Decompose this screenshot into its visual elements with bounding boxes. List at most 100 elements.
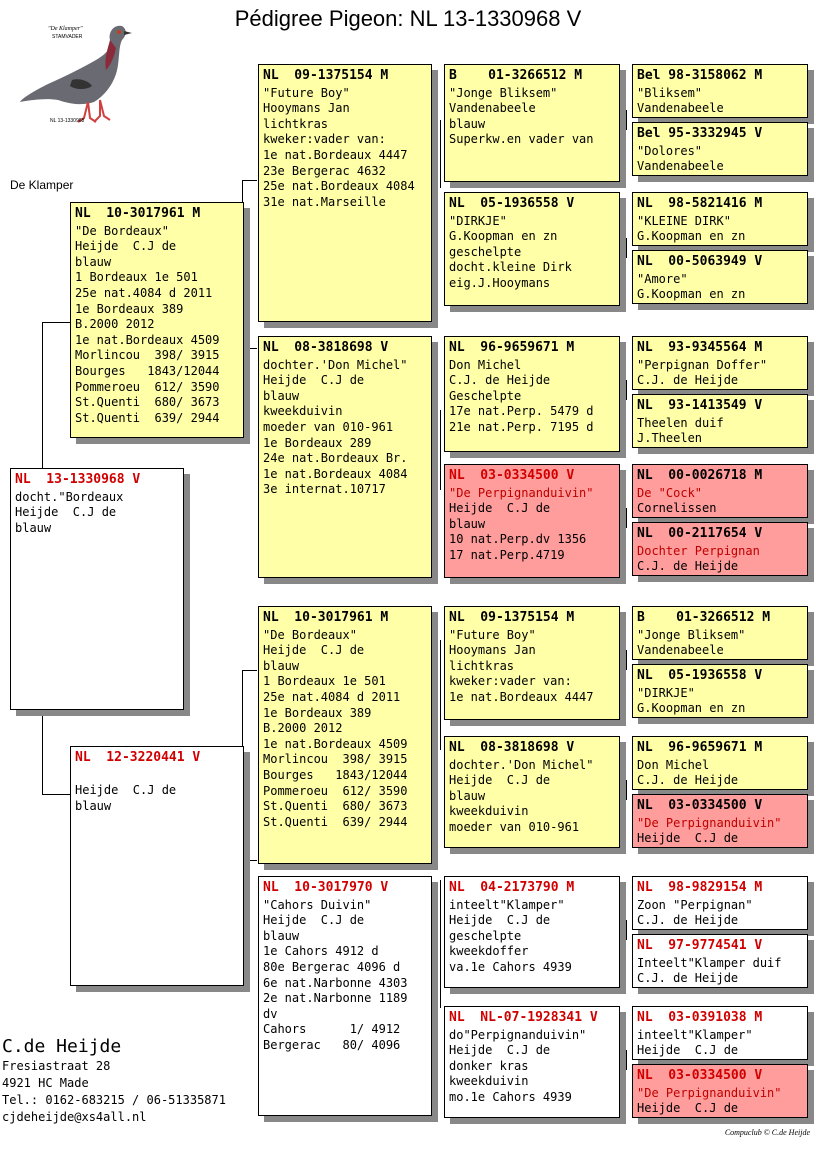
pedigree-line: blauw — [75, 798, 112, 813]
ancestor-box[interactable]: B 01-3266512 M"Jonge Bliksem"Vandenabeel… — [632, 606, 808, 660]
connector — [626, 110, 627, 130]
sire-box[interactable]: NL 10-3017961 M"De Bordeaux"Heijde C.J d… — [70, 202, 244, 438]
pedigree-line: Vandenabeele — [637, 643, 724, 658]
pedigree-line: "DIRKJE" — [637, 685, 695, 700]
pedigree-line: C.J. de Heijde — [637, 373, 739, 388]
pedigree-line: 6e nat.Narbonne 4303 — [263, 975, 408, 990]
pedigree-line: Heijde C.J de — [449, 913, 551, 928]
ring-number: NL 00-5063949 V — [637, 254, 763, 269]
pedigree-line: eig.J.Hooymans — [449, 275, 551, 290]
pedigree-line: G.Koopman en zn — [449, 229, 558, 244]
pedigree-line: 24e nat.Bordeaux Br. — [263, 451, 408, 466]
pedigree-line: 25e nat.4084 d 2011 — [263, 689, 401, 704]
ring-number: NL 13-1330968 V — [15, 472, 141, 487]
pedigree-line: 1e Cahors 4912 d — [263, 944, 379, 959]
pedigree-line: Dochter Perpignan — [637, 543, 760, 558]
pedigree-line: Pommeroeu 612/ 3590 — [263, 783, 408, 798]
dam-dam-box[interactable]: NL 10-3017970 V"Cahors Duivin"Heijde C.J… — [258, 876, 432, 1116]
pedigree-line: 23e Bergerac 4632 — [263, 163, 386, 178]
pedigree-line: Heijde C.J de — [637, 831, 739, 846]
ancestor-box[interactable]: NL 05-1936558 V"DIRKJE"G.Koopman en zn — [632, 664, 808, 718]
pedigree-line: "Dolores" — [637, 143, 703, 158]
pedigree-line: Inteelt"Klamper duif — [637, 955, 782, 970]
pedigree-line: donker kras — [449, 1058, 529, 1073]
pedigree-line: blauw — [263, 388, 300, 403]
pedigree-line: Zoon "Perpignan" — [637, 897, 753, 912]
pedigree-line: 1e Bordeaux 389 — [75, 301, 184, 316]
ancestor-box[interactable]: Bel 95-3332945 V"Dolores"Vandenabeele — [632, 122, 808, 176]
pedigree-line: Heijde C.J de — [15, 505, 117, 520]
pedigree-line: St.Quenti 639/ 2944 — [75, 410, 220, 425]
pedigree-line: Heijde C.J de — [75, 783, 177, 798]
connector — [42, 322, 72, 323]
ancestor-box[interactable]: NL 03-0334500 V"De Perpignanduivin"Heijd… — [632, 1064, 808, 1118]
pedigree-line: Theelen duif — [637, 415, 724, 430]
connector — [440, 640, 441, 750]
ancestor-box[interactable]: Bel 98-3158062 M"Bliksem"Vandenabeele — [632, 64, 808, 118]
pedigree-line: lichtkras — [449, 658, 515, 673]
pedigree-line: Cornelissen — [637, 501, 717, 516]
ring-number: NL 05-1936558 V — [449, 196, 575, 211]
breeder-email[interactable]: cjdeheijde@xs4all.nl — [2, 1110, 147, 1124]
connector — [42, 706, 43, 794]
connector — [626, 920, 627, 940]
ancestor-box[interactable]: NL 00-5063949 V"Amore"G.Koopman en zn — [632, 250, 808, 304]
sss-box[interactable]: B 01-3266512 M"Jonge Bliksem"Vandenabeel… — [444, 64, 620, 182]
pedigree-line: kweekduivin — [449, 1074, 529, 1089]
ring-number: NL 03-0334500 V — [637, 1068, 763, 1083]
pedigree-line: kweekduivin — [449, 804, 529, 819]
pedigree-line: 2e nat.Narbonne 1189 — [263, 991, 408, 1006]
pedigree-line: De "Cock" — [637, 485, 703, 500]
connector — [626, 238, 627, 258]
ring-number: NL 09-1375154 M — [263, 68, 389, 83]
pedigree-line: 3e internat.10717 — [263, 482, 386, 497]
pedigree-line: moeder van 010-961 — [449, 819, 580, 834]
pedigree-line: 1e nat.Bordeaux 4509 — [263, 736, 408, 751]
pedigree-line: Vandenabeele — [637, 101, 724, 116]
sdd-box[interactable]: NL 03-0334500 V"De Perpignanduivin"Heijd… — [444, 464, 620, 578]
pedigree-line: 1e nat.Bordeaux 4084 — [263, 466, 408, 481]
ring-number: NL 00-2117654 V — [637, 526, 763, 541]
connector — [42, 322, 43, 470]
pedigree-line: dochter.'Don Michel" — [449, 757, 594, 772]
connector — [242, 670, 257, 671]
pedigree-line: 1 Bordeaux 1e 501 — [75, 270, 198, 285]
pedigree-line: B.2000 2012 — [75, 317, 155, 332]
connector — [42, 794, 72, 795]
ancestor-box[interactable]: NL 93-9345564 M"Perpignan Doffer"C.J. de… — [632, 336, 808, 390]
pedigree-line: "DIRKJE" — [449, 213, 507, 228]
pedigree-line: C.J. de Heijde — [637, 913, 739, 928]
pedigree-line: Heijde C.J de — [263, 643, 365, 658]
ring-number: NL 08-3818698 V — [449, 740, 575, 755]
pedigree-line: blauw — [263, 928, 300, 943]
pedigree-line: 10 nat.Perp.dv 1356 — [449, 532, 587, 547]
pedigree-line: 25e nat.Bordeaux 4084 — [263, 179, 415, 194]
pigeon-photo: "De Klamper" STAMVADER NL 13-1330968 — [20, 25, 132, 124]
pedigree-line: blauw — [449, 516, 486, 531]
photo-caption: NL 13-1330968 — [50, 118, 85, 124]
pedigree-line: G.Koopman en zn — [637, 229, 746, 244]
pedigree-line — [75, 768, 239, 784]
ancestor-box[interactable]: NL 98-5821416 M"KLEINE DIRK"G.Koopman en… — [632, 192, 808, 246]
pedigree-line: blauw — [15, 520, 52, 535]
dam-sire-box[interactable]: NL 10-3017961 M"De Bordeaux"Heijde C.J d… — [258, 606, 432, 864]
ring-number: NL 97-9774541 V — [637, 938, 763, 953]
ancestor-box[interactable]: NL 03-0334500 V"De Perpignanduivin"Heijd… — [632, 794, 808, 848]
